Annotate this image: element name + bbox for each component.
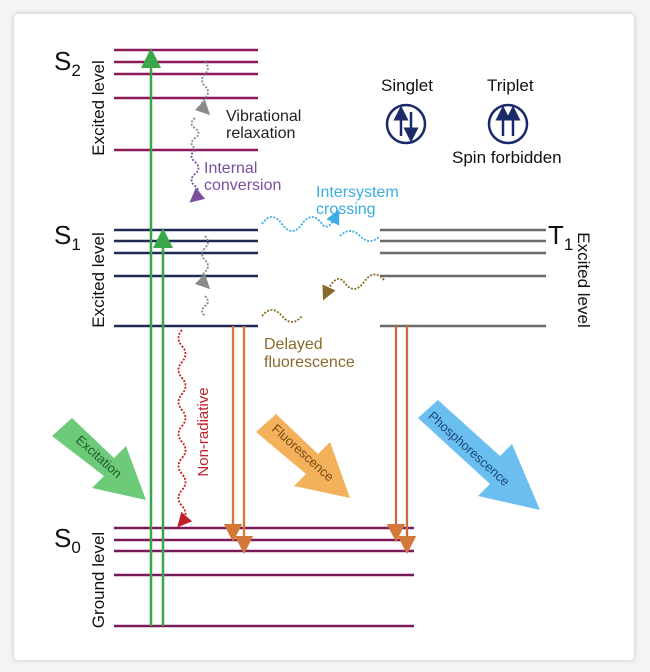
t1-levels <box>380 228 546 328</box>
intersystem-crossing-wave <box>261 209 340 232</box>
internal-conversion-wave <box>189 149 206 203</box>
internal-conversion-label-1: Internal <box>204 160 257 177</box>
svg-text:T1: T1 <box>548 220 573 254</box>
svg-text:S0: S0 <box>54 523 81 557</box>
fluorescence-band-arrow <box>256 414 350 498</box>
non-radiative-wave <box>177 329 193 528</box>
intersystem-crossing-wave-t1 <box>339 230 381 242</box>
s1-levels <box>114 228 258 328</box>
delayed-fluorescence-label-1: Delayed <box>264 336 323 353</box>
s1-label: S1 <box>54 220 81 254</box>
singlet-label: Singlet <box>381 76 433 95</box>
s2-label: S2 <box>54 46 81 80</box>
internal-conversion-wave-top <box>190 117 200 149</box>
phosphorescence-band-label: Phosphorescence <box>425 408 512 489</box>
phosphorescence-band-arrow <box>418 400 540 510</box>
vibrational-relaxation-wave-s1 <box>201 295 209 317</box>
triplet-spin-icon <box>487 103 529 145</box>
vibrational-relaxation-label-1: Vibrational <box>226 108 301 125</box>
internal-conversion-label-2: conversion <box>204 177 281 194</box>
s0-ground-level-label: Ground level <box>89 532 108 628</box>
delayed-fluorescence-wave-left <box>261 309 303 323</box>
singlet-spin-icon <box>385 103 427 145</box>
vibrational-relaxation-label-2: relaxation <box>226 125 295 142</box>
spin-forbidden-label: Spin forbidden <box>452 148 562 167</box>
excitation-band-arrow <box>52 418 146 500</box>
intersystem-crossing-label-2: crossing <box>316 201 376 218</box>
s0-levels <box>114 526 414 628</box>
s0-label: S0 <box>54 523 81 557</box>
t1-excited-level-label: Excited level <box>574 232 593 327</box>
s1-excited-level-label: Excited level <box>89 232 108 327</box>
t1-label: T1 <box>548 220 573 254</box>
s2-levels <box>114 48 258 152</box>
vibrational-relaxation-wave-top <box>194 61 211 116</box>
non-radiative-label: Non-radiative <box>195 387 212 476</box>
triplet-label: Triplet <box>487 76 534 95</box>
delayed-fluorescence-label-2: fluorescence <box>264 354 355 371</box>
diagram-card <box>14 14 634 660</box>
svg-text:S1: S1 <box>54 220 81 254</box>
s2-excited-level-label: Excited level <box>89 60 108 155</box>
intersystem-crossing-label-1: Intersystem <box>316 184 399 201</box>
svg-text:S2: S2 <box>54 46 81 80</box>
delayed-fluorescence-wave <box>322 273 385 301</box>
